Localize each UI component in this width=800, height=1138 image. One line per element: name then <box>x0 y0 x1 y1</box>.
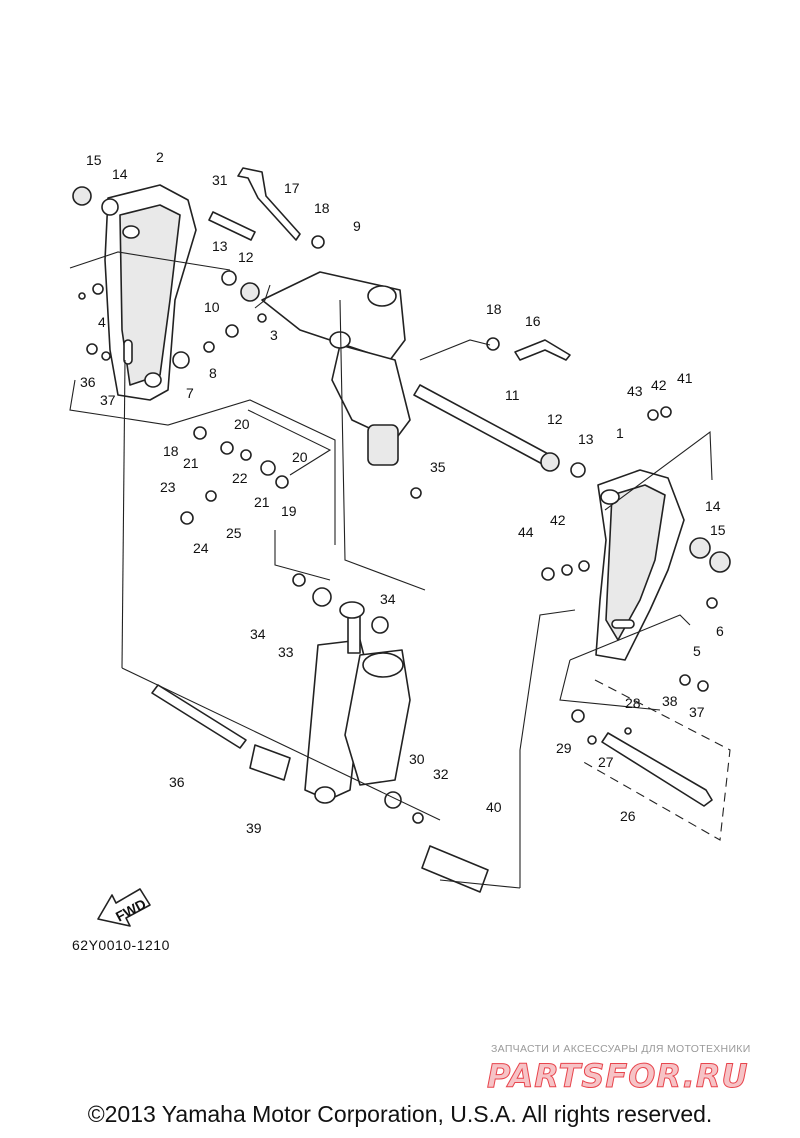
leader-lines <box>69 251 731 889</box>
callout-14b: 14 <box>705 498 721 514</box>
callout-34b: 34 <box>250 626 266 642</box>
callout-31: 32 <box>433 766 449 782</box>
callout-11: 11 <box>505 387 520 403</box>
callout-13: 13 <box>212 238 228 254</box>
svg-text:PARTSFOR.RU: PARTSFOR.RU <box>487 1057 748 1095</box>
fwd-arrow-icon: FWD <box>97 888 151 927</box>
callout-5: 5 <box>693 643 701 659</box>
callout-35: 35 <box>430 459 446 475</box>
callout-18: 18 <box>314 200 330 216</box>
callout-9: 9 <box>353 218 361 234</box>
callout-12b: 12 <box>547 411 563 427</box>
small-parts <box>72 186 731 824</box>
callout-25: 25 <box>226 525 242 541</box>
callout-20b: 20 <box>292 449 308 465</box>
callout-19: 19 <box>281 503 297 519</box>
callout-23: 23 <box>160 479 176 495</box>
callout-15b: 15 <box>710 522 726 538</box>
callout-14: 14 <box>112 166 128 182</box>
callout-21: 21 <box>183 455 199 471</box>
callout-1: 1 <box>616 425 624 441</box>
callout-26: 26 <box>620 808 636 824</box>
callout-37b: 37 <box>689 704 705 720</box>
callout-40: 40 <box>486 799 502 815</box>
callout-7: 7 <box>186 385 194 401</box>
callout-33: 33 <box>278 644 294 660</box>
callout-16: 16 <box>525 313 541 329</box>
callout-20: 20 <box>234 416 250 432</box>
callout-41: 41 <box>677 370 693 386</box>
callout-18b: 18 <box>486 301 502 317</box>
callout-12: 12 <box>238 249 254 265</box>
callout-42: 42 <box>651 377 667 393</box>
callout-6: 6 <box>716 623 724 639</box>
callout-2: 2 <box>156 149 164 165</box>
callout-36: 36 <box>169 774 185 790</box>
tilt-trim-unit <box>304 601 411 804</box>
copyright-notice: ©2013 Yamaha Motor Corporation, U.S.A. A… <box>87 1101 713 1127</box>
callout-34: 34 <box>380 591 396 607</box>
callout-44: 44 <box>518 524 534 540</box>
callout-29: 29 <box>556 740 572 756</box>
callout-15: 15 <box>86 152 102 168</box>
diagram-code: 62Y0010-1210 <box>72 937 170 953</box>
callout-21b: 21 <box>254 494 270 510</box>
shafts-and-pins <box>151 167 713 893</box>
callout-39: 39 <box>246 820 262 836</box>
callouts: 15 14 2 31 17 18 9 13 12 4 10 3 8 7 36 3… <box>80 149 726 836</box>
callout-43: 43 <box>627 383 643 399</box>
swivel-bracket <box>261 271 411 466</box>
left-bracket <box>104 184 197 401</box>
watermark-tagline: ЗАПЧАСТИ И АКСЕССУАРЫ ДЛЯ МОТОТЕХНИКИ <box>491 1043 751 1055</box>
callout-13b: 13 <box>578 431 594 447</box>
callout-32: 31 <box>212 172 228 188</box>
callout-17: 17 <box>284 180 300 196</box>
callout-3: 3 <box>270 327 278 343</box>
right-bracket <box>595 469 685 661</box>
callout-37: 36 <box>80 374 96 390</box>
callout-24: 24 <box>193 540 209 556</box>
callout-38: 37 <box>100 392 116 408</box>
callout-18c: 18 <box>163 443 179 459</box>
callout-42b: 42 <box>550 512 566 528</box>
callout-27: 27 <box>598 754 614 770</box>
callout-28: 28 <box>625 695 641 711</box>
callout-22: 22 <box>232 470 248 486</box>
watermark-logo: PARTSFOR.RU <box>487 1057 748 1096</box>
callout-8: 8 <box>209 365 217 381</box>
callout-30: 30 <box>409 751 425 767</box>
callout-10: 10 <box>204 299 220 315</box>
callout-4: 4 <box>98 314 106 330</box>
callout-38b: 38 <box>662 693 678 709</box>
